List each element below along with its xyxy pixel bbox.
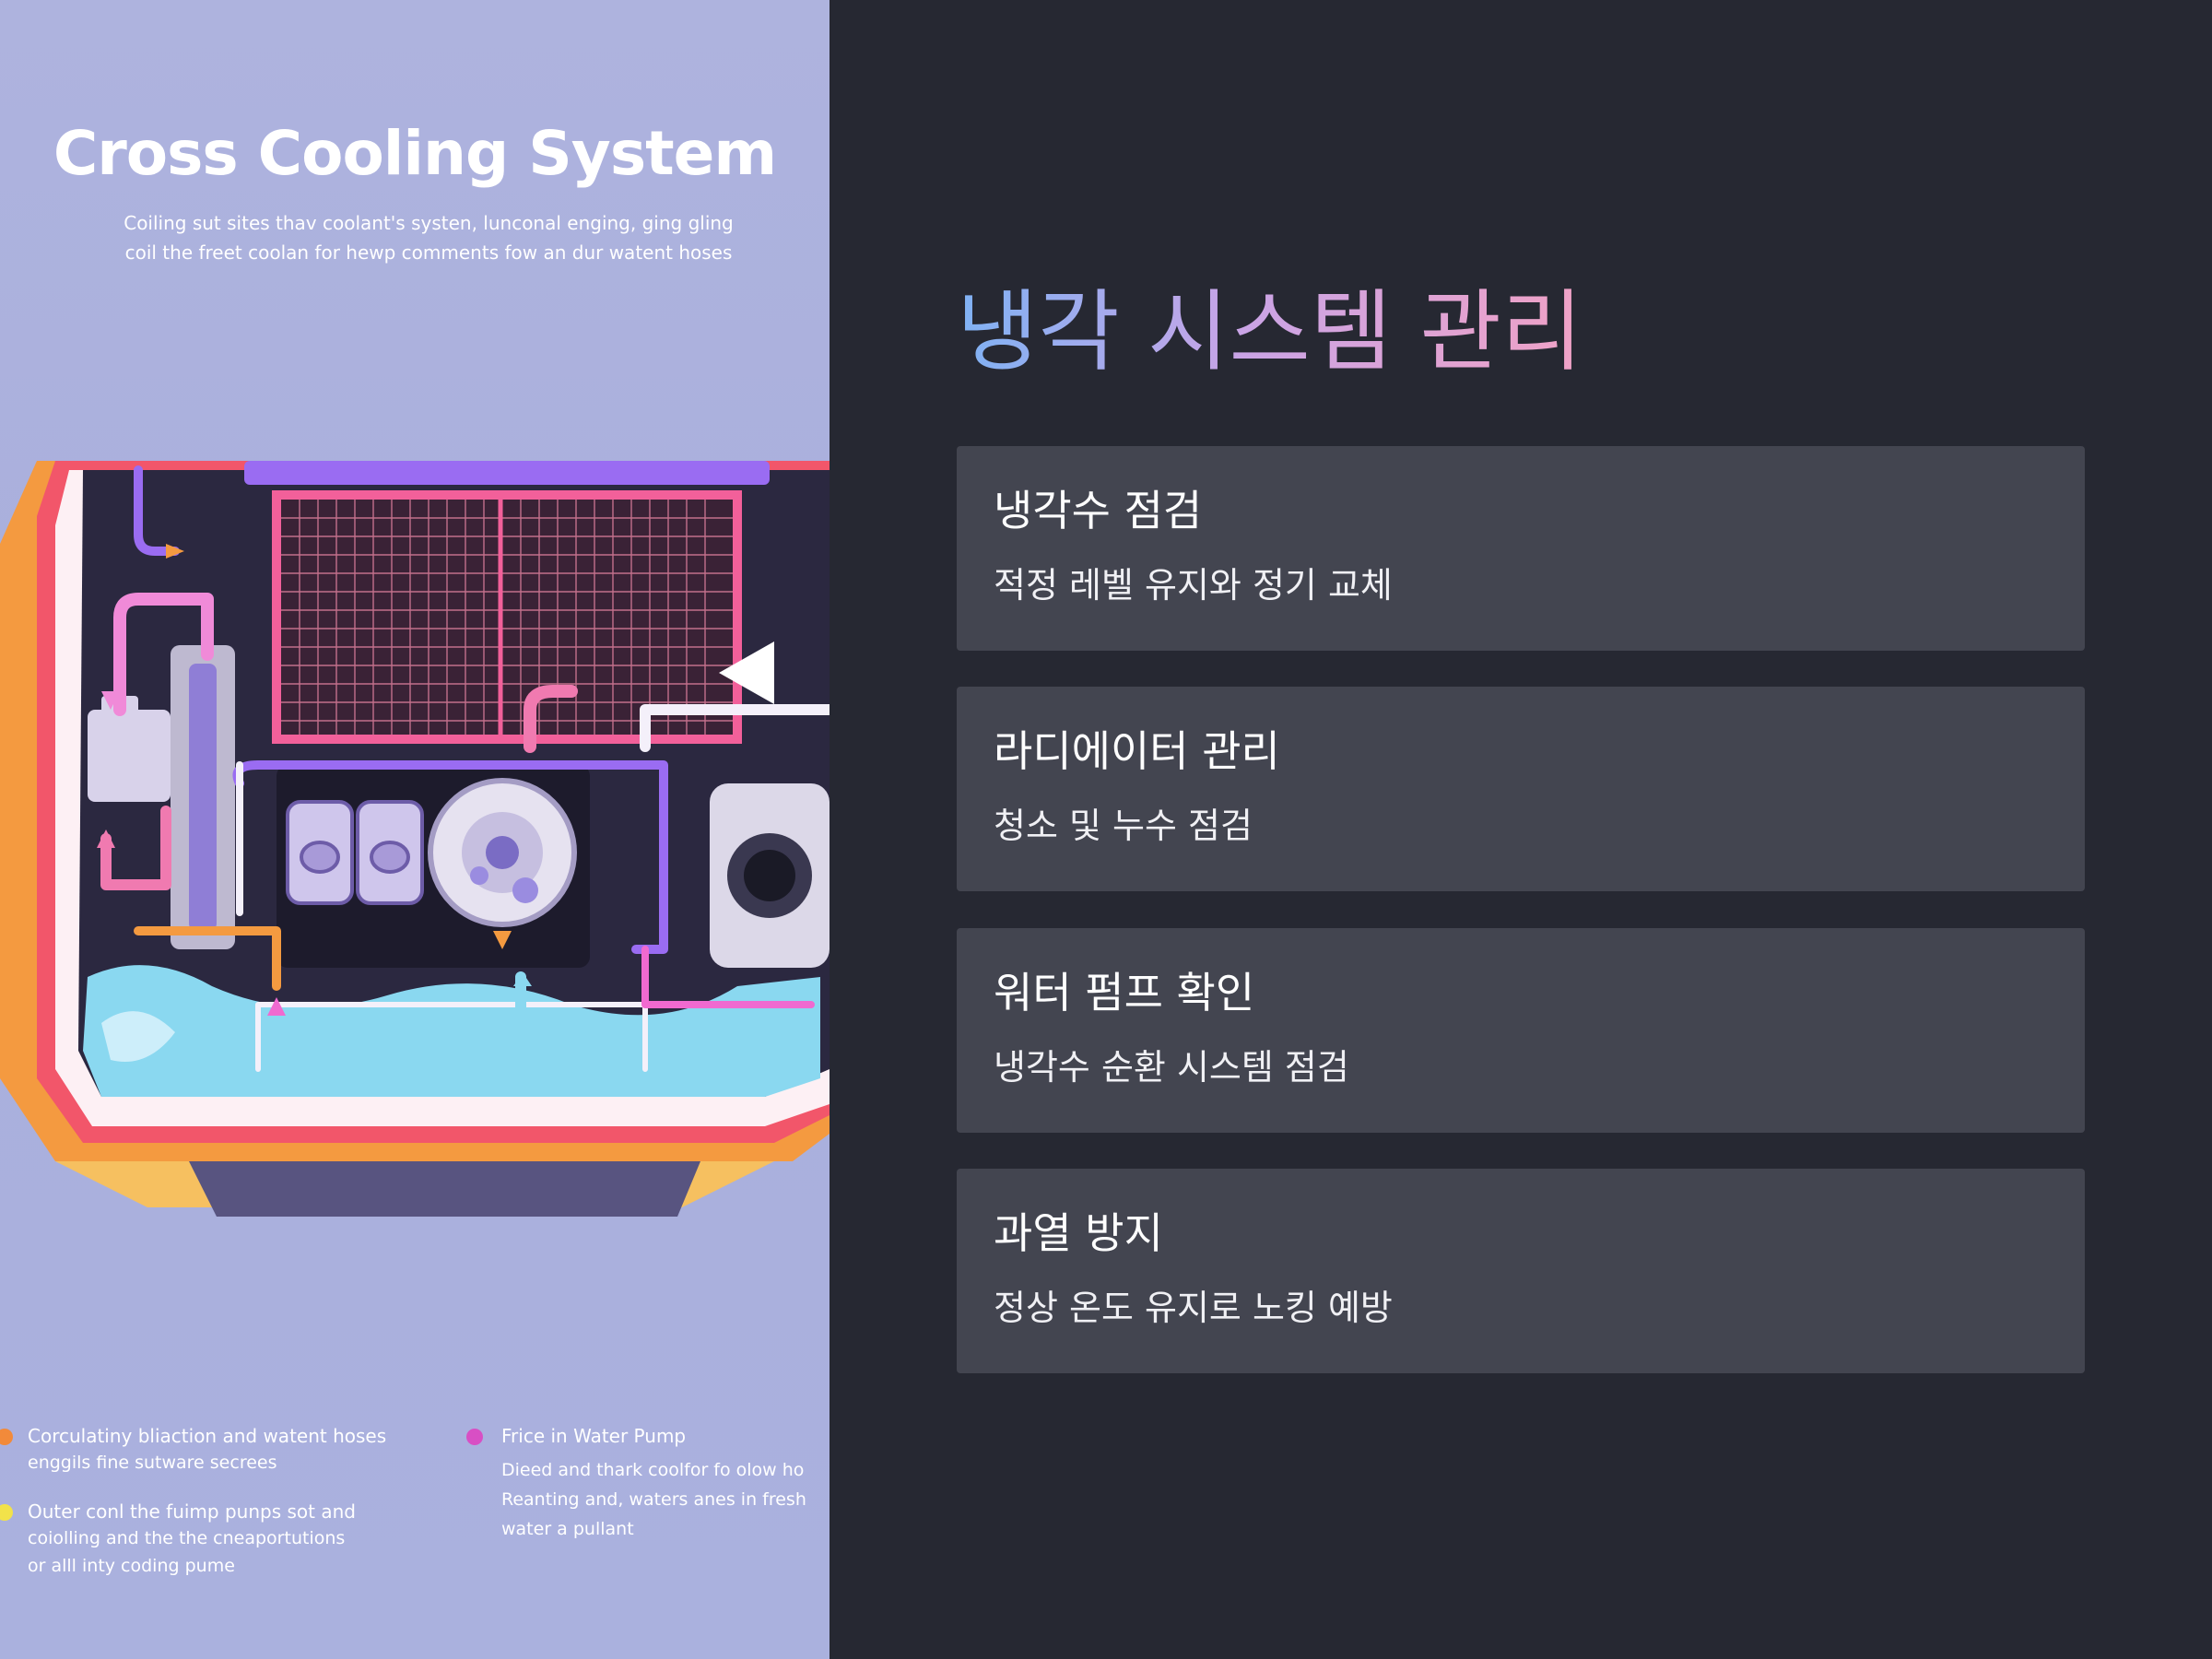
legend-heading: Frice in Water Pump (501, 1425, 687, 1447)
card-radiator-care: 라디에이터 관리 청소 및 누수 점검 (957, 687, 2085, 891)
engine-cylinders (286, 800, 424, 905)
pipe-white (255, 1002, 648, 1072)
poster-subtitle-line: coil the freet coolan for hewp comments … (124, 241, 733, 264)
illustration-panel: Cross Cooling System Coiling sut sites t… (0, 0, 830, 1659)
pipe-pink (100, 806, 171, 890)
legend-dot (0, 1504, 13, 1521)
radiator-top-beam (244, 461, 770, 485)
radiator-core (281, 500, 733, 735)
arrow-icon (493, 931, 512, 949)
card-description: 적정 레벨 유지와 정기 교체 (994, 565, 1393, 606)
card-title: 라디에이터 관리 (994, 726, 1280, 776)
legend-text: enggils fine sutware secrees (28, 1453, 277, 1473)
legend-text: or alll inty coding pume (28, 1556, 235, 1576)
arrow-icon (97, 830, 115, 848)
coolant-pool-foam (101, 1011, 175, 1062)
arrow-icon (719, 641, 774, 704)
legend-heading: Corculatiny bliaction and watent hoses (28, 1425, 387, 1447)
card-title: 과열 방지 (994, 1208, 1163, 1258)
arrow-icon (166, 544, 184, 559)
legend-text: water a pullant (501, 1519, 634, 1539)
legend-dot (0, 1429, 13, 1445)
car-bumper-grille (189, 1161, 700, 1217)
poster-subtitle: Coiling sut sites thav coolant's systen,… (83, 208, 774, 267)
pipe-orange (134, 926, 281, 991)
card-description: 정상 온도 유지로 노킹 예방 (994, 1288, 1393, 1328)
card-water-pump-check: 워터 펌프 확인 냉각수 순환 시스템 점검 (957, 928, 2085, 1133)
coolant-reservoir (88, 710, 171, 802)
legend-text: Dieed and thark coolfor fo olow ho (501, 1460, 805, 1480)
pipe-pink (524, 685, 578, 753)
poster-subtitle-line: Coiling sut sites thav coolant's systen,… (124, 212, 734, 234)
legend-dot (466, 1429, 483, 1445)
legend-text: Reanting and, waters anes in fresh (501, 1489, 806, 1510)
pipe-cyan (354, 971, 526, 1047)
pipe-magenta (641, 946, 815, 1008)
arrow-icon (267, 997, 286, 1016)
arrow-icon (513, 972, 532, 986)
card-title: 워터 펌프 확인 (994, 968, 1255, 1018)
page-title: 냉각 시스템 관리 (957, 276, 1583, 387)
legend-text: coiolling and the the cneaportutions (28, 1528, 346, 1548)
pipe-pink (113, 593, 214, 716)
card-overheat-prevention: 과열 방지 정상 온도 유지로 노킹 예방 (957, 1169, 2085, 1373)
pipe-purple (134, 465, 180, 556)
card-description: 청소 및 누수 점검 (994, 806, 1253, 846)
card-title: 냉각수 점검 (994, 486, 1203, 535)
flow-arrows (97, 544, 774, 1016)
coolant-pool (83, 965, 820, 1097)
card-coolant-check: 냉각수 점검 적정 레벨 유지와 정기 교체 (957, 446, 2085, 651)
alternator (710, 783, 830, 968)
pipe-white (640, 704, 830, 752)
card-description: 냉각수 순환 시스템 점검 (994, 1047, 1349, 1088)
cooling-system-illustration (0, 461, 830, 1217)
arrow-icon (101, 691, 120, 710)
poster-title: Cross Cooling System (53, 118, 777, 189)
legend-heading: Outer conl the fuimp punps sot and (28, 1500, 356, 1523)
